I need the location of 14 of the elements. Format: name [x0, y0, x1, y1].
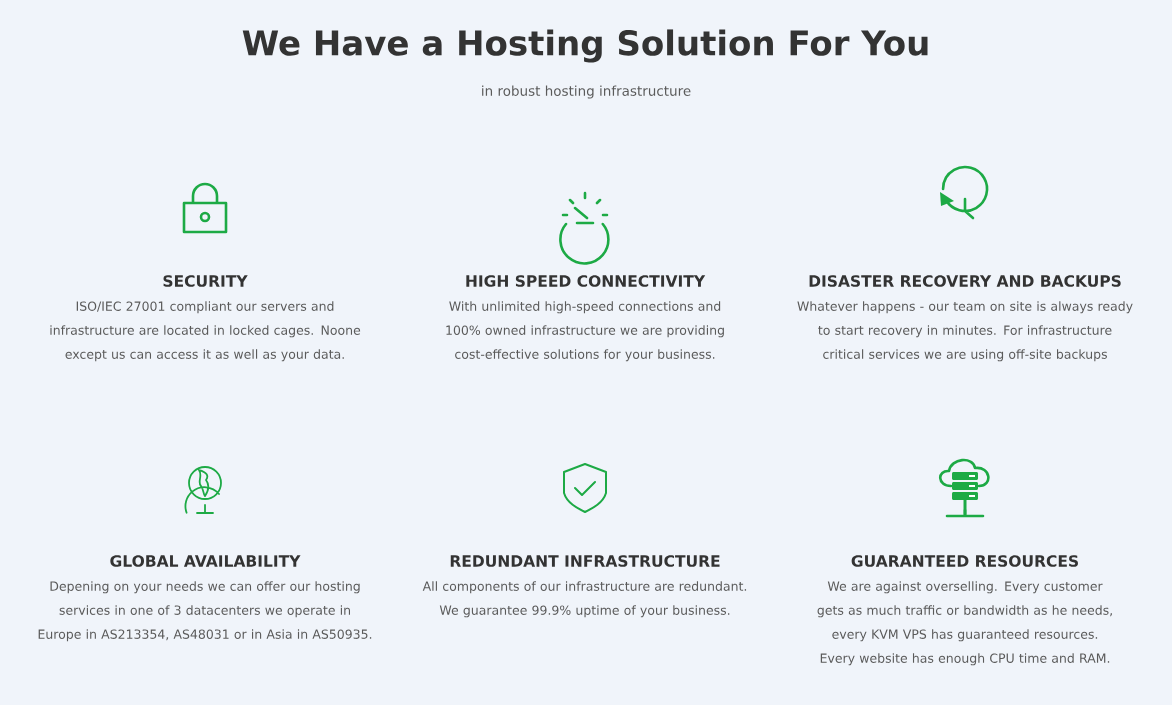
feature-heading: GLOBAL AVAILABILITY — [110, 555, 301, 567]
feature-description: ISO/IEC 27001 compliant our servers and infrastructure are located in locked cages. Noone except us can access it as well as your data. — [50, 301, 361, 362]
feature-heading: REDUNDANT INFRASTRUCTURE — [450, 555, 720, 567]
feature-description: Whatever happens - our team on site is always ready to start recovery in minutes. For infrastructure critical services we are using off-site backups — [797, 301, 1133, 362]
feature-heading: HIGH SPEED CONNECTIVITY — [466, 275, 706, 287]
feature-description: Depening on your needs we can offer our hosting services in one of 3 datacenters we operate in Europe in AS213354, AS48031 or in Asia in AS50935. — [38, 581, 372, 642]
subtitle: in robust hosting infrastructure — [482, 85, 691, 99]
page-title: We Have a Hosting Solution For You — [242, 29, 928, 63]
feature-heading: SECURITY — [163, 275, 248, 287]
feature-description: All components of our infrastructure are redundant. We guarantee 99.9% uptime of your business. — [422, 581, 747, 618]
feature-heading: GUARANTEED RESOURCES — [851, 555, 1078, 567]
feature-description: With unlimited high-speed connections and 100% owned infrastructure we are providing cost-effective solutions for your business. — [446, 301, 724, 362]
feature-description: We are against overselling. Every customer gets as much traffic or bandwidth as he needs, every KVM VPS has guaranteed resources. Every website has enough CPU time and RAM. — [817, 581, 1112, 666]
feature-heading: DISASTER RECOVERY AND BACKUPS — [809, 275, 1121, 287]
